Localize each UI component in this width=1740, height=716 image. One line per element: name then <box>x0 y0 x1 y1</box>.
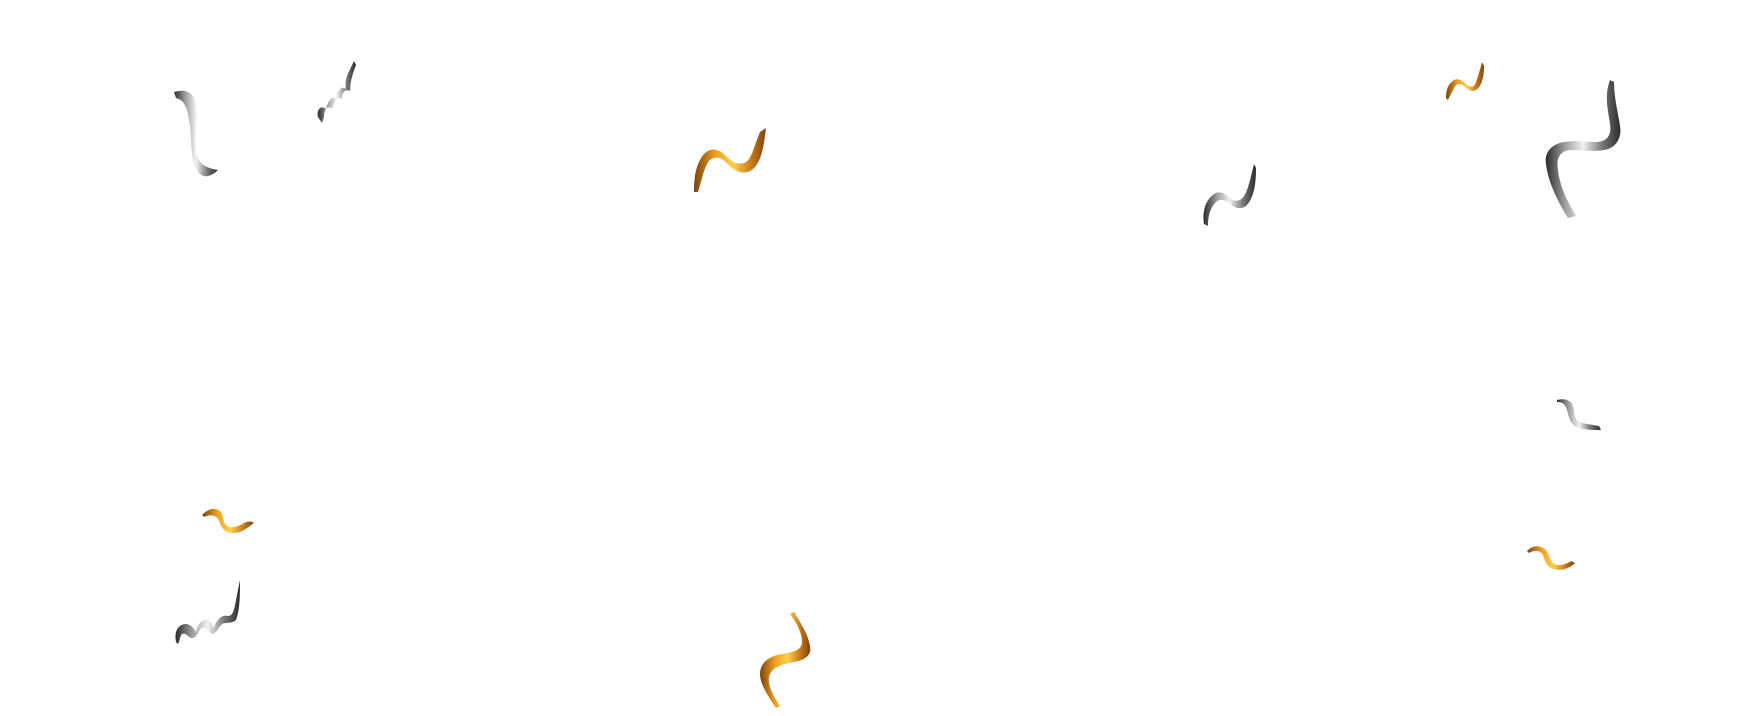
silver-ribbon-2 <box>317 61 356 123</box>
silver-ribbon-3 <box>1203 164 1256 226</box>
gold-ribbon-1 <box>694 128 766 192</box>
silver-ribbon-6 <box>175 580 240 644</box>
silver-ribbon-5 <box>1557 399 1601 430</box>
gold-ribbon-2 <box>1446 62 1484 100</box>
gold-ribbon-5 <box>1527 546 1575 570</box>
silver-ribbon-4 <box>1545 80 1621 218</box>
gold-ribbon-3 <box>202 508 254 533</box>
silver-ribbon-1 <box>174 90 218 177</box>
gold-ribbon-4 <box>760 612 811 708</box>
